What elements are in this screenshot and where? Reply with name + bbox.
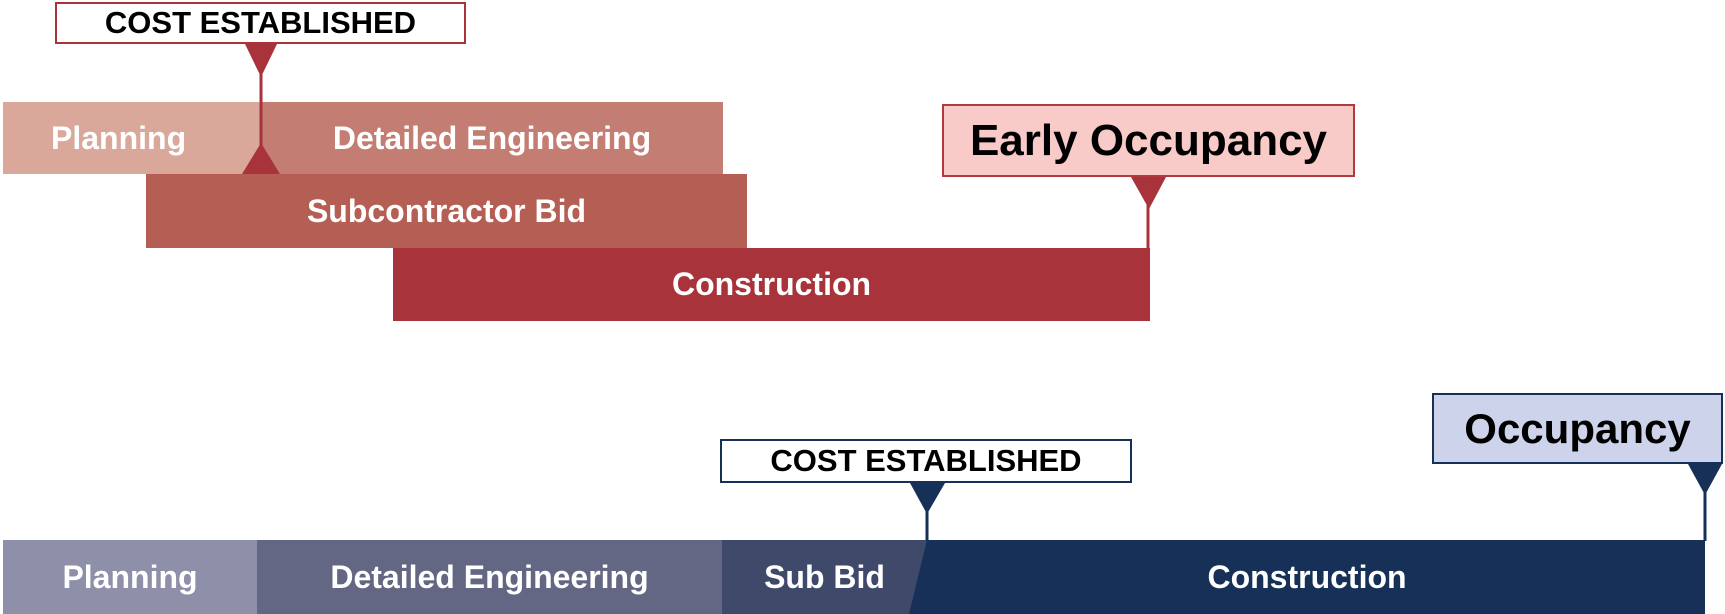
milestone-text: Early Occupancy xyxy=(969,115,1328,165)
std-sub-bid-bar: Sub Bid xyxy=(722,540,927,614)
early-construction-bar: Construction xyxy=(393,248,1150,321)
phase-label: Planning xyxy=(51,119,187,156)
std-planning-bar: Planning xyxy=(3,540,257,614)
phase-label: Detailed Engineering xyxy=(330,558,649,595)
std-engineering-bar: Detailed Engineering xyxy=(257,540,722,614)
std-cost-pointer-icon xyxy=(910,483,945,514)
early-occupancy-pointer-icon xyxy=(1131,177,1166,209)
std-cost-established-label: COST ESTABLISHED xyxy=(720,439,1132,483)
phase-label: Detailed Engineering xyxy=(332,119,652,156)
early-cost-established-label: COST ESTABLISHED xyxy=(55,2,466,44)
early-occupancy-label: Early Occupancy xyxy=(942,104,1355,177)
early-planning-bar: Planning xyxy=(3,102,261,174)
cost-pointer-icon xyxy=(245,44,277,77)
phase-label: Sub Bid xyxy=(764,558,885,595)
phase-label: Construction xyxy=(671,266,872,302)
early-engineering-bar: Detailed Engineering xyxy=(261,102,723,174)
early-subcontractor-bid-bar: Subcontractor Bid xyxy=(146,174,747,248)
phase-label: Planning xyxy=(62,558,198,595)
occupancy-pointer-icon xyxy=(1688,464,1722,495)
phase-label: Subcontractor Bid xyxy=(306,192,587,229)
milestone-text: Occupancy xyxy=(1464,404,1691,452)
milestone-text: COST ESTABLISHED xyxy=(104,5,417,40)
phase-label: Construction xyxy=(1207,558,1407,595)
std-construction-bar: Construction xyxy=(909,540,1705,614)
milestone-text: COST ESTABLISHED xyxy=(770,443,1082,478)
std-occupancy-label: Occupancy xyxy=(1432,393,1723,464)
